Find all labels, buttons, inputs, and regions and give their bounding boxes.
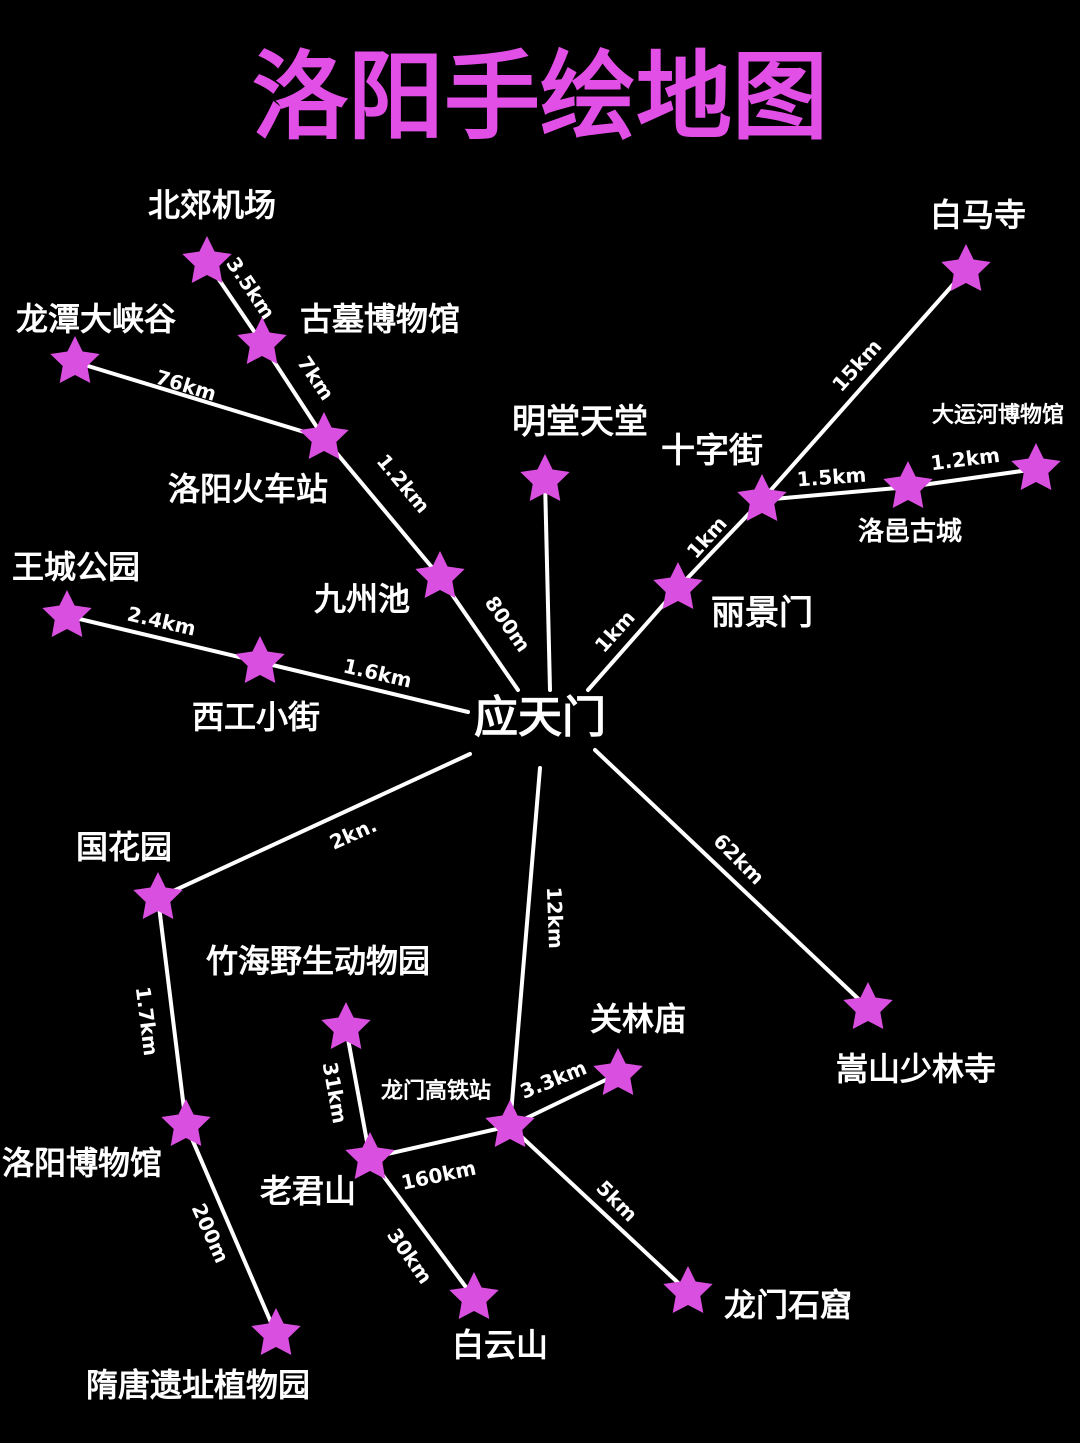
- hub-label: 应天门: [474, 692, 606, 743]
- place-label-mingtang: 明堂天堂: [512, 402, 648, 442]
- distance-label: 31km: [318, 1060, 352, 1125]
- place-label-wangcheng-park: 王城公园: [12, 548, 140, 586]
- place-label-peony-garden: 国花园: [76, 828, 172, 866]
- route-hub-lijing: [586, 586, 680, 692]
- route-peony-museum: [156, 896, 188, 1127]
- star-marker: [161, 1099, 211, 1146]
- route-xigong-hub: [258, 660, 470, 714]
- distance-label: 3.5km: [221, 253, 280, 324]
- place-label-grand-canal-museum: 大运河博物馆: [932, 402, 1064, 428]
- place-label-longtan-canyon: 龙潭大峡谷: [16, 300, 176, 338]
- place-label-shizi-street: 十字街: [661, 431, 763, 471]
- star-marker: [941, 244, 991, 291]
- route-shizi-luoyi: [760, 485, 910, 502]
- place-label-baima-temple: 白马寺: [930, 196, 1026, 234]
- route-hsr-grottoes: [508, 1124, 690, 1294]
- star-marker: [50, 336, 100, 383]
- star-marker: [883, 461, 933, 508]
- route-wangcheng-xigong: [65, 614, 262, 664]
- route-shizi-baima: [760, 268, 968, 502]
- star-marker: [449, 1272, 499, 1319]
- map-title: 洛阳手绘地图: [252, 41, 828, 153]
- place-label-gumu-museum: 古墓博物馆: [300, 300, 460, 338]
- route-luoyi-canal: [906, 467, 1038, 489]
- place-label-laojun-mountain: 老君山: [260, 1172, 356, 1210]
- distance-label: 5km: [591, 1176, 642, 1227]
- star-marker: [299, 412, 349, 459]
- star-marker: [182, 236, 232, 283]
- routes: [65, 260, 1038, 1336]
- place-label-guanlin-temple: 关林庙: [590, 1000, 686, 1038]
- place-label-lijing-gate: 丽景门: [711, 593, 813, 633]
- distance-label: 160km: [399, 1156, 478, 1195]
- route-zoo-laojun: [344, 1026, 372, 1160]
- place-label-baiyun-mountain: 白云山: [452, 1326, 548, 1364]
- route-hub-shaolin: [593, 748, 870, 1010]
- distance-label: 1.7km: [131, 985, 163, 1057]
- route-museum-suitang: [184, 1123, 278, 1336]
- distance-label: 12km: [542, 886, 568, 949]
- distance-label: 3.3km: [517, 1055, 591, 1103]
- distance-label: 30km: [382, 1224, 437, 1289]
- place-label-luoyang-station: 洛阳火车站: [168, 470, 328, 508]
- place-label-luoyi-ancient-city: 洛邑古城: [858, 516, 962, 547]
- distance-label: 200m: [187, 1200, 234, 1267]
- star-marker: [235, 636, 285, 683]
- place-label-jiuzhou-pond: 九州池: [314, 580, 410, 618]
- star-marker: [251, 1308, 301, 1355]
- place-label-longmen-grottoes: 龙门石窟: [724, 1286, 852, 1324]
- distance-label: 1.2km: [929, 443, 1001, 475]
- route-hsr-laojun: [368, 1124, 512, 1160]
- place-label-suitang-garden: 隋唐遗址植物园: [86, 1366, 310, 1404]
- place-label-longmen-hsr: 龙门高铁站: [381, 1078, 491, 1104]
- route-longtan-station: [73, 360, 326, 440]
- distance-label: 15km: [827, 334, 886, 396]
- distance-label: 1km: [590, 605, 640, 657]
- route-hub-peony: [156, 752, 472, 900]
- distance-label: 76km: [153, 365, 219, 406]
- place-label-beijiao-airport: 北郊机场: [148, 186, 276, 224]
- star-marker: [42, 590, 92, 637]
- distance-label: 2.4km: [125, 602, 198, 641]
- route-station-jiuzhou: [322, 436, 442, 579]
- distance-label: 1.6km: [341, 654, 414, 693]
- place-labels: 北郊机场 古墓博物馆 龙潭大峡谷 洛阳火车站 九州池 明堂天堂 王城公园 西工小…: [2, 186, 1064, 1404]
- place-label-luoyang-museum: 洛阳博物馆: [2, 1144, 162, 1182]
- place-label-xigong-street: 西工小街: [192, 698, 320, 736]
- star-marker: [593, 1048, 643, 1095]
- star-marker: [663, 1266, 713, 1313]
- distance-label: 1.5km: [796, 463, 867, 492]
- star-marker: [321, 1002, 371, 1049]
- route-mingtang-hub: [543, 478, 552, 692]
- route-laojun-baiyun: [368, 1156, 476, 1300]
- route-hub-hsr: [508, 766, 542, 1128]
- star-marker: [237, 317, 287, 364]
- place-label-zhuhai-zoo: 竹海野生动物园: [206, 942, 430, 980]
- place-label-songshan-shaolin: 嵩山少林寺: [836, 1050, 996, 1088]
- star-marker: [1011, 443, 1061, 490]
- distance-label: 62km: [709, 829, 770, 890]
